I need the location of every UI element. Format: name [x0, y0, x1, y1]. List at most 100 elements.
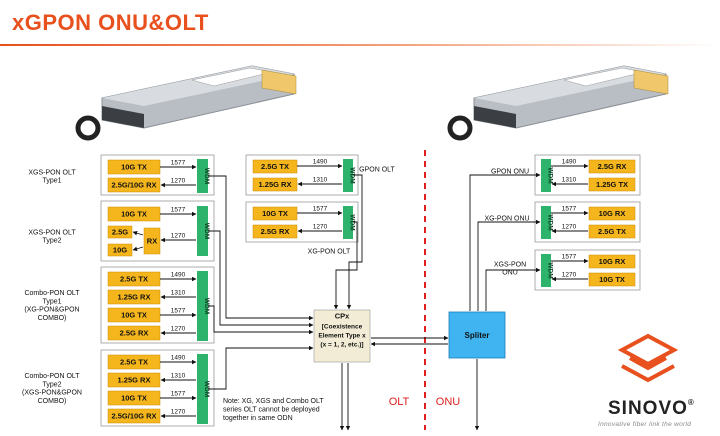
olt2-wdm-label: WDM [203, 223, 210, 239]
gpon-onu-tx-block-label: 1.25G TX [596, 180, 628, 189]
xgpon-onu-wdm-label: WDM [546, 214, 553, 230]
olt2-10g-block [107, 243, 133, 257]
splitter-to-xgspon-onu [485, 267, 541, 311]
gpon-onu-tx-wl: 1310 [562, 176, 577, 183]
olt2-tx-wl: 1577 [171, 206, 186, 213]
olt2-rx-split-b [132, 246, 144, 251]
xgpon-onu-wdm [541, 206, 551, 239]
xgpon-olt-rx-block [252, 224, 298, 239]
olt4-tx10-block-label: 10G TX [121, 394, 147, 403]
page-title: xGPON ONU&OLT [12, 10, 209, 35]
xgpon-olt-rx-block-label: 2.5G RX [261, 227, 290, 236]
xgspon-onu-rx-block [588, 254, 636, 269]
olt3-wl4: 1270 [171, 325, 186, 332]
xgspon-onu-wdm-label: WDM [546, 262, 553, 278]
olt4-rx125-block [107, 372, 161, 388]
olt3-tx25-block-label: 2.5G TX [120, 275, 148, 284]
olt1-wdm-label: WDM [203, 168, 210, 184]
cpx-line3: (x = 1, 2, etc.)] [320, 341, 363, 348]
onu-sfp-module-image [447, 65, 669, 141]
logo-mark-mid [629, 356, 667, 371]
olt1-rx-block [107, 177, 161, 193]
gpon-olt-wdm-label: WDM [348, 167, 355, 183]
gpon-olt-tx-wl: 1490 [313, 158, 328, 165]
gpon-olt-tx-block [252, 159, 298, 174]
xgpon-onu-rx-block-label: 10G RX [599, 209, 626, 218]
olt-side-label: OLT [389, 396, 410, 408]
xgspon-onu-tx-block [588, 272, 636, 287]
olt4-wdm [197, 354, 208, 424]
gpon-onu-rx-block-label: 2.5G RX [598, 162, 627, 171]
olt2-25g-block-label: 2.5G [112, 228, 128, 237]
gpon-olt-rx-wl: 1310 [313, 176, 328, 183]
olt2-to-cpx [208, 230, 314, 328]
olt3-wl2: 1310 [171, 289, 186, 296]
xgspon-onu-rx-block-label: 10G RX [599, 257, 626, 266]
xgspon-onu-wdm [541, 254, 551, 287]
olt1-tx-block-label: 10G TX [121, 163, 147, 172]
splitter-to-gpon-onu [469, 172, 541, 311]
olt3-rx125-block [107, 289, 161, 305]
xgspon-onu-tx-wl: 1270 [562, 271, 577, 278]
xgpon-olt-rx-wl: 1270 [313, 223, 328, 230]
xgpon-olt-tx-block [252, 206, 298, 221]
gpon-onu-label: GPON ONU [491, 168, 529, 175]
olt2-10g-block-label: 10G [113, 246, 127, 255]
xgpon-onu-tx-block-label: 2.5G TX [598, 227, 626, 236]
xgpon-olt-label: XG-PON OLT [308, 248, 351, 255]
olt4-wdm-label: WDM [203, 381, 210, 397]
olt4-rx-block [107, 408, 161, 424]
cpx-line2: Element Type x [318, 332, 366, 339]
gpon-onu-wdm-label: WDM [546, 167, 553, 183]
olt4-rx-block-label: 2.5G/10G RX [111, 412, 156, 421]
gpon-olt-rx-block-label: 1.25G RX [259, 180, 292, 189]
xgpon-olt-tx-block-label: 10G TX [262, 209, 288, 218]
xgspon-onu-rx-wl: 1577 [562, 253, 577, 260]
splitter-box [448, 311, 506, 359]
olt2-rx-split-a [132, 231, 144, 236]
olt2-rx-block [143, 227, 161, 255]
olt4-tx25-block-label: 2.5G TX [120, 358, 148, 367]
olt4-wl3: 1577 [171, 390, 186, 397]
logo-mark-bottom [621, 364, 675, 383]
gpon-onu-rx-wl: 1490 [562, 158, 577, 165]
xgspon-onu-tx-block-label: 10G TX [599, 275, 625, 284]
xgpon-onu-label: XG-PON ONU [484, 215, 529, 222]
logo-wordmark: SINOVO® [608, 398, 695, 419]
gpon-onu-rx-block [588, 159, 636, 174]
title-underline [0, 44, 720, 46]
cpx-line1: [Coexistence [322, 323, 363, 330]
olt3-to-cpx [208, 305, 314, 335]
xgpon-onu-rx-block [588, 206, 636, 221]
xgpon-olt-wdm [343, 206, 353, 239]
gpon-olt-wdm [343, 159, 353, 192]
olt4-to-cpx [208, 345, 314, 390]
olt3-tx10-block-label: 10G TX [121, 311, 147, 320]
gpon-olt-to-cpx [346, 174, 363, 310]
onu-side-label: ONU [436, 396, 461, 408]
xgpon-onu-tx-wl: 1270 [562, 223, 577, 230]
gpon-olt-label: GPON OLT [359, 166, 395, 173]
logo-mark-top [617, 333, 679, 367]
xgpon-olt-tx-wl: 1577 [313, 205, 328, 212]
olt4-wl4: 1270 [171, 408, 186, 415]
olt2-wdm [197, 206, 208, 256]
olt2-rx-wl: 1270 [171, 232, 186, 239]
gpon-olt-rx-block [252, 177, 298, 192]
olt2-rx-block-label: RX [147, 237, 157, 246]
olt-sfp-module-image [75, 65, 297, 141]
olt4-wl2: 1310 [171, 372, 186, 379]
xgpon-onu-rx-wl: 1577 [562, 205, 577, 212]
olt2-tx-block-label: 10G TX [121, 210, 147, 219]
olt1-rx-wl: 1270 [171, 177, 186, 184]
olt1-to-cpx [208, 175, 314, 321]
logo-tagline: Innovative fiber link the world [598, 421, 692, 428]
cpx-title: CPx [335, 312, 350, 321]
